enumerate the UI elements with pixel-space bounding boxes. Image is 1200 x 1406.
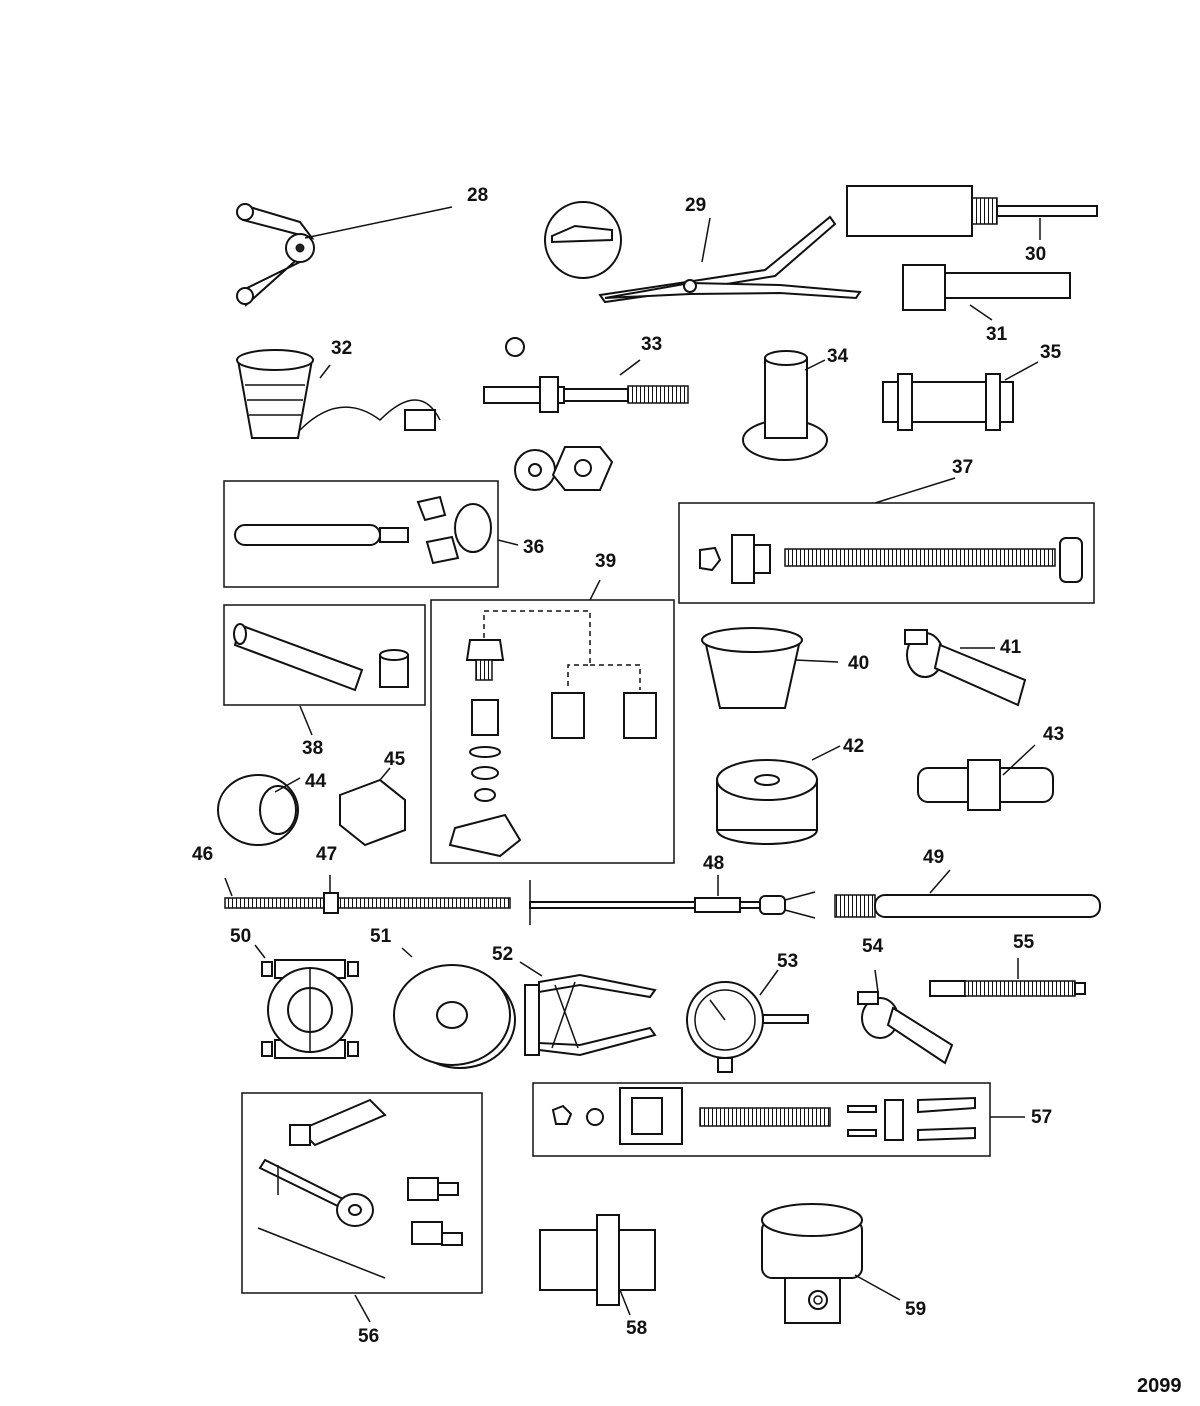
label-29: 29 [685, 195, 706, 216]
adjustable-spanner-wrench-icon: 28 [236, 185, 488, 307]
driver-rod-icon: 30 [846, 185, 1098, 265]
label-46: 46 [192, 844, 213, 865]
bearing-separator-icon: 50 [230, 926, 359, 1059]
driver-rod-long-icon: 49 [834, 847, 1101, 918]
valve-kit-icon: 39 [430, 551, 675, 864]
threaded-rod-icon: 46 [192, 844, 511, 909]
label-42: 42 [843, 736, 864, 757]
label-40: 40 [848, 653, 869, 674]
puller-jaws-icon: 52 [492, 944, 657, 1057]
splined-socket-icon: 31 [902, 264, 1071, 345]
label-58: 58 [626, 1318, 647, 1339]
figure-number: 2099 [1137, 1375, 1182, 1397]
backlash-indicator-kit-icon: 56 [241, 1092, 483, 1347]
puller-assembly-kit-icon: 57 [532, 1082, 1052, 1157]
driver-disc-icon: 42 [716, 736, 864, 845]
label-47: 47 [316, 844, 337, 865]
label-55: 55 [1013, 932, 1035, 953]
label-32: 32 [331, 338, 352, 359]
label-31: 31 [986, 324, 1008, 345]
label-43: 43 [1043, 724, 1064, 745]
mandrel-kit-icon: 38 [223, 604, 426, 759]
indicator-clamp-icon: 54 [857, 936, 954, 1065]
label-54: 54 [862, 936, 884, 957]
slide-hammer-icon: 48 [529, 853, 816, 925]
label-45: 45 [384, 749, 406, 770]
bearing-installer-icon: 34 [742, 346, 849, 461]
label-48: 48 [703, 853, 724, 874]
label-30: 30 [1025, 244, 1046, 265]
threaded-adapter-icon: 55 [929, 932, 1086, 997]
label-51: 51 [370, 926, 392, 947]
label-34: 34 [827, 346, 849, 367]
dial-indicator-icon: 53 [686, 951, 809, 1073]
label-33: 33 [641, 334, 662, 355]
label-39: 39 [595, 551, 616, 572]
label-59: 59 [905, 1299, 926, 1320]
driver-cup-icon: 40 [701, 627, 869, 709]
handle-driver-icon: 59 [761, 1203, 926, 1324]
label-35: 35 [1040, 342, 1062, 363]
label-49: 49 [923, 847, 944, 868]
driver-plate-icon: 51 [370, 926, 516, 1069]
clamp-gauge-icon: 41 [904, 629, 1027, 707]
label-41: 41 [1000, 637, 1022, 658]
label-38: 38 [302, 738, 323, 759]
label-53: 53 [777, 951, 798, 972]
heat-lamp-icon: 32 [236, 338, 441, 439]
nut-driver-icon: 44 [217, 771, 327, 846]
coupler-driver-icon: 58 [539, 1214, 656, 1339]
shaft-puller-icon: 33 [483, 334, 689, 491]
hex-socket-icon: 45 [339, 749, 406, 847]
rod-nut-icon: 47 [316, 844, 339, 914]
threaded-puller-kit-icon: 37 [678, 457, 1095, 604]
pilot-driver-icon: 43 [917, 724, 1064, 811]
snap-ring-pliers-icon: 29 [544, 195, 862, 304]
label-50: 50 [230, 926, 251, 947]
bearing-driver-icon: 35 [882, 342, 1062, 431]
label-57: 57 [1031, 1107, 1052, 1128]
driver-kit-icon: 36 [223, 480, 544, 588]
label-37: 37 [952, 457, 973, 478]
label-52: 52 [492, 944, 513, 965]
label-44: 44 [305, 771, 327, 792]
label-28: 28 [467, 185, 488, 206]
label-36: 36 [523, 537, 544, 558]
label-56: 56 [358, 1326, 379, 1347]
